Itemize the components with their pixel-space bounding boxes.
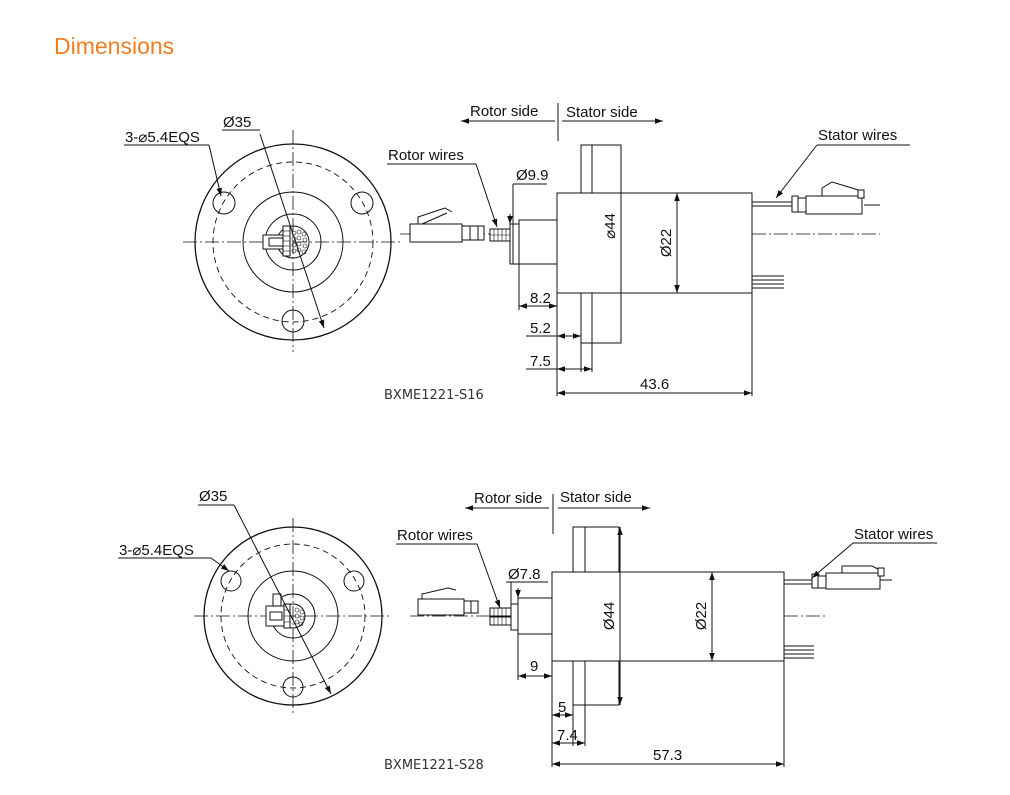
front-flange-dia-label: Ø35 [199, 488, 227, 505]
stator-side-label: Stator side [566, 104, 638, 121]
mount-hole [281, 309, 305, 333]
length-label: 57.3 [653, 747, 682, 764]
body-dia-label: Ø22 [658, 229, 675, 257]
model-caption-s16: BXME1221-S16 [384, 388, 484, 403]
stator-lead-wires [784, 645, 814, 659]
model-caption-s28: BXME1221-S28 [384, 758, 484, 773]
front-holes-label: 3-⌀5.4EQS [119, 542, 194, 559]
mount-hole [220, 570, 242, 592]
mount-hole [350, 191, 374, 215]
front-flange-dia-label: Ø35 [223, 114, 251, 131]
mount-hole [343, 570, 365, 592]
dim-c-label: 7.5 [530, 353, 551, 370]
model-s16-front-view: Ø35 3-⌀5.4EQS [124, 114, 403, 352]
rotor-shaft [518, 219, 558, 265]
rotor-connector-icon [409, 207, 511, 243]
pin-pattern [294, 607, 305, 627]
mount-hole [212, 191, 236, 215]
page-title: Dimensions [54, 33, 175, 59]
rotor-wires-label: Rotor wires [397, 527, 473, 544]
dim-a-label: 9 [530, 658, 538, 675]
stator-housing [551, 571, 785, 662]
body-dia-label: Ø22 [693, 602, 710, 630]
connector-end-icon [265, 593, 291, 629]
mount-hole [282, 676, 304, 698]
model-s28-side-view: Rotor side Stator side [396, 489, 937, 767]
model-s16-side-view: Rotor side Stator side [387, 103, 910, 396]
flange-dia-label: Ø44 [601, 602, 618, 630]
stator-housing [556, 192, 753, 294]
shaft-dia-label: Ø7.8 [508, 566, 541, 583]
rotor-side-label: Rotor side [470, 103, 538, 120]
dim-b-label: 5.2 [530, 320, 551, 337]
connector-end-icon [262, 225, 291, 257]
dim-a-label: 8.2 [530, 290, 551, 307]
rotor-wires-label: Rotor wires [388, 147, 464, 164]
stator-connector-icon [784, 565, 892, 590]
rotor-side-label: Rotor side [474, 490, 542, 507]
stator-wires-label: Stator wires [854, 526, 933, 543]
flange-dia-label: ⌀44 [602, 213, 619, 239]
pin-pattern [291, 229, 308, 255]
length-label: 43.6 [640, 376, 669, 393]
stator-side-label: Stator side [560, 489, 632, 506]
dim-c-label: 7.4 [557, 727, 578, 744]
rotor-connector-icon [417, 587, 512, 626]
model-s28-front-view: Ø35 3-⌀5.4EQS [118, 488, 392, 714]
stator-connector-icon [752, 181, 880, 215]
front-holes-label: 3-⌀5.4EQS [125, 129, 200, 146]
stator-wires-label: Stator wires [818, 127, 897, 144]
dim-b-label: 5 [558, 699, 566, 716]
rotor-shaft [517, 597, 553, 635]
shaft-dia-label: Ø9.9 [516, 167, 549, 184]
stator-lead-wires [752, 275, 784, 289]
